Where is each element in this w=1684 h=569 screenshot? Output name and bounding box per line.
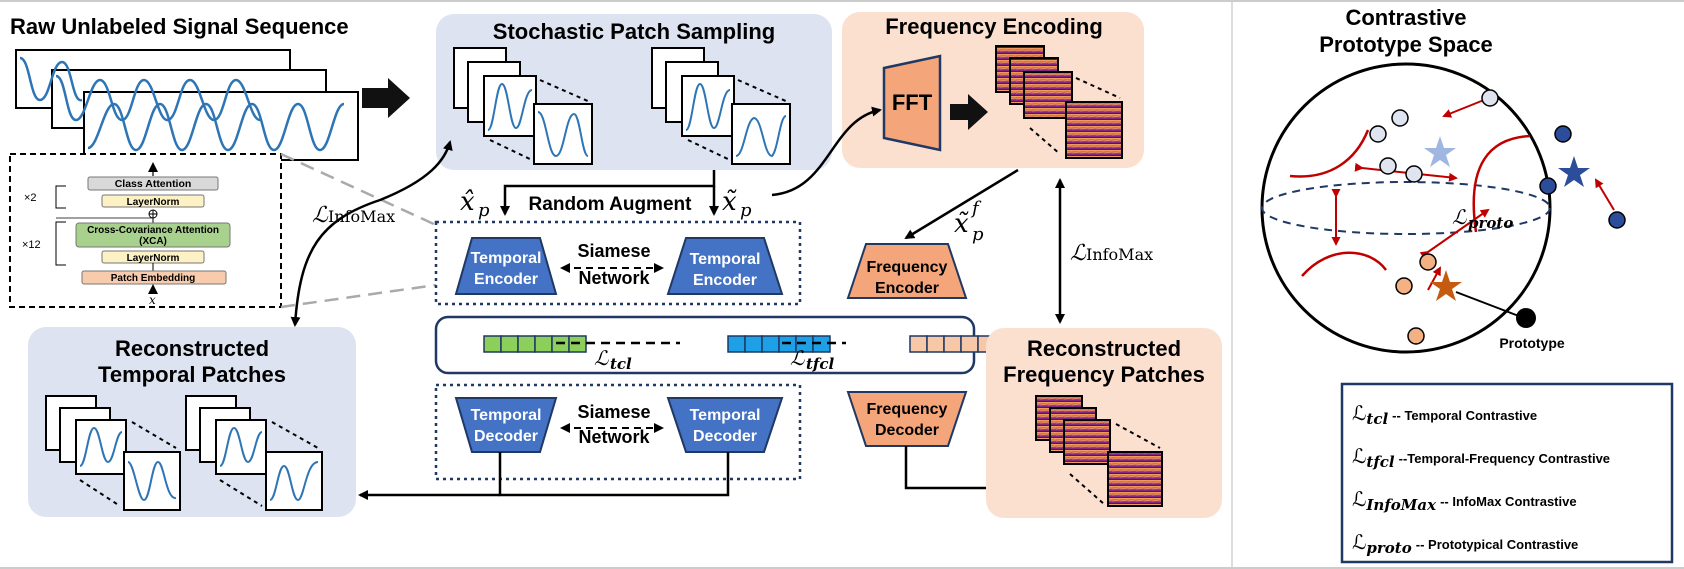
fft-label: FFT	[892, 90, 933, 115]
legend-box	[1340, 382, 1674, 564]
fft-block[interactable]	[882, 54, 942, 152]
repeat-12-label: ×12	[22, 239, 41, 251]
x-tilde-f-superscript: f	[970, 198, 982, 219]
tfcl-sub: tfcl	[806, 355, 835, 373]
prototype-sphere	[1260, 62, 1626, 354]
class-attention-label: Class Attention	[115, 178, 192, 190]
proto-sub: proto	[1468, 214, 1513, 232]
flow-arrow-icon	[362, 78, 410, 118]
token-blue	[761, 335, 780, 353]
token-green	[483, 335, 502, 353]
decoder-group	[434, 383, 802, 481]
frequency-decoder[interactable]	[846, 391, 968, 447]
raw-signal-title: Raw Unlabeled Signal Sequence	[10, 14, 349, 39]
token-green	[534, 335, 553, 353]
token-orange	[960, 335, 979, 353]
temporal-decoder-right-l1: Temporal	[690, 407, 761, 424]
temporal-decoder-left-l1: Temporal	[471, 407, 542, 424]
token-blue	[744, 335, 763, 353]
temporal-decoder-right-l2: Decoder	[693, 428, 757, 445]
sampled-patches-right	[651, 47, 791, 165]
encoder-group	[434, 220, 802, 306]
spectrogram-stack-top	[995, 45, 1123, 159]
tcl-L: ℒ	[594, 346, 609, 370]
token-blue	[727, 335, 746, 353]
token-green	[500, 335, 519, 353]
frequency-encoder-l1: Frequency	[867, 259, 948, 276]
repeat-2-label: ×2	[24, 192, 37, 204]
siamese-enc-l2: Network	[578, 268, 650, 288]
token-orange	[926, 335, 945, 353]
prototype-label: Prototype	[1499, 335, 1565, 351]
xca-label-line2: (XCA)	[139, 236, 167, 247]
fft-arrow-icon	[950, 94, 988, 130]
token-orange	[943, 335, 962, 353]
raw-signal-windows	[15, 49, 359, 161]
infomax-right-L: ℒ	[1070, 241, 1087, 266]
star-orange-icon	[1430, 270, 1462, 301]
recon-freq-title-1: Reconstructed	[1027, 336, 1181, 361]
proto-space-title-2: Prototype Space	[1319, 32, 1493, 57]
patch-sampling-title: Stochastic Patch Sampling	[493, 19, 775, 44]
legend-row-0: ℒtcl-- Temporal Contrastive	[1352, 401, 1537, 428]
x-tilde-symbol: x̃	[722, 187, 737, 217]
infomax-right-sub: InfoMax	[1086, 245, 1153, 264]
star-dark-icon	[1558, 156, 1590, 187]
x-tilde-f-subscript: p	[972, 224, 984, 245]
spectrogram-stack-bottom	[1035, 395, 1163, 507]
x-hat-subscript: p	[478, 200, 490, 221]
temporal-encoder-right-l2: Encoder	[693, 272, 757, 289]
legend-row-3: ℒproto-- Prototypical Contrastive	[1352, 530, 1578, 557]
x-tilde-f-symbol: x̃	[954, 209, 969, 239]
layernorm-top-label: LayerNorm	[127, 197, 180, 208]
recon-temporal-title-1: Reconstructed	[115, 336, 269, 361]
proto-space-title-1: Contrastive	[1345, 5, 1466, 30]
freq-encoding-title: Frequency Encoding	[885, 14, 1103, 39]
infomax-left-L: ℒ	[312, 203, 329, 228]
siamese-dec-l2: Network	[578, 427, 650, 447]
temporal-encoder-left-l1: Temporal	[471, 250, 542, 267]
temporal-encoder-left[interactable]	[454, 237, 558, 295]
random-augment-label: Random Augment	[529, 194, 693, 215]
siamese-dec-l1: Siamese	[577, 402, 650, 422]
layernorm-bottom-label: LayerNorm	[127, 253, 180, 264]
temporal-decoder-right[interactable]	[666, 397, 784, 453]
recon-freq-title-2: Frequency Patches	[1003, 362, 1205, 387]
recon-patches-right	[185, 395, 323, 511]
temporal-decoder-left[interactable]	[454, 397, 558, 453]
star-light-icon	[1424, 136, 1456, 167]
recon-patches-left	[45, 395, 181, 511]
legend: ℒtcl-- Temporal Contrastiveℒtfcl--Tempor…	[1352, 401, 1610, 557]
siamese-enc-l1: Siamese	[577, 241, 650, 261]
legend-row-2: ℒInfoMax-- InfoMax Contrastive	[1352, 487, 1577, 514]
infomax-left-sub: InfoMax	[328, 207, 395, 226]
frequency-decoder-l2: Decoder	[875, 422, 939, 439]
x-hat-symbol: x̂	[460, 187, 475, 217]
frequency-encoder-l2: Encoder	[875, 280, 939, 297]
token-green	[517, 335, 536, 353]
tcl-sub: tcl	[610, 355, 632, 373]
token-orange	[909, 335, 928, 353]
frequency-decoder-l1: Frequency	[867, 401, 948, 418]
temporal-encoder-right-l1: Temporal	[690, 251, 761, 268]
frequency-encoder[interactable]	[846, 243, 968, 299]
legend-row-1: ℒtfcl--Temporal-Frequency Contrastive	[1352, 444, 1610, 471]
input-x-label: x	[149, 293, 156, 307]
temporal-decoder-left-l2: Decoder	[474, 428, 538, 445]
proto-L: ℒ	[1452, 205, 1467, 229]
x-tilde-subscript: p	[740, 200, 752, 221]
temporal-encoder-left-l2: Encoder	[474, 271, 538, 288]
xca-label-line1: Cross-Covariance Attention	[87, 225, 219, 236]
tfcl-L: ℒ	[790, 346, 805, 370]
sampled-patches-left	[453, 47, 593, 165]
patch-embedding-label: Patch Embedding	[111, 273, 195, 284]
recon-temporal-title-2: Temporal Patches	[98, 362, 286, 387]
temporal-encoder-right[interactable]	[666, 237, 784, 295]
